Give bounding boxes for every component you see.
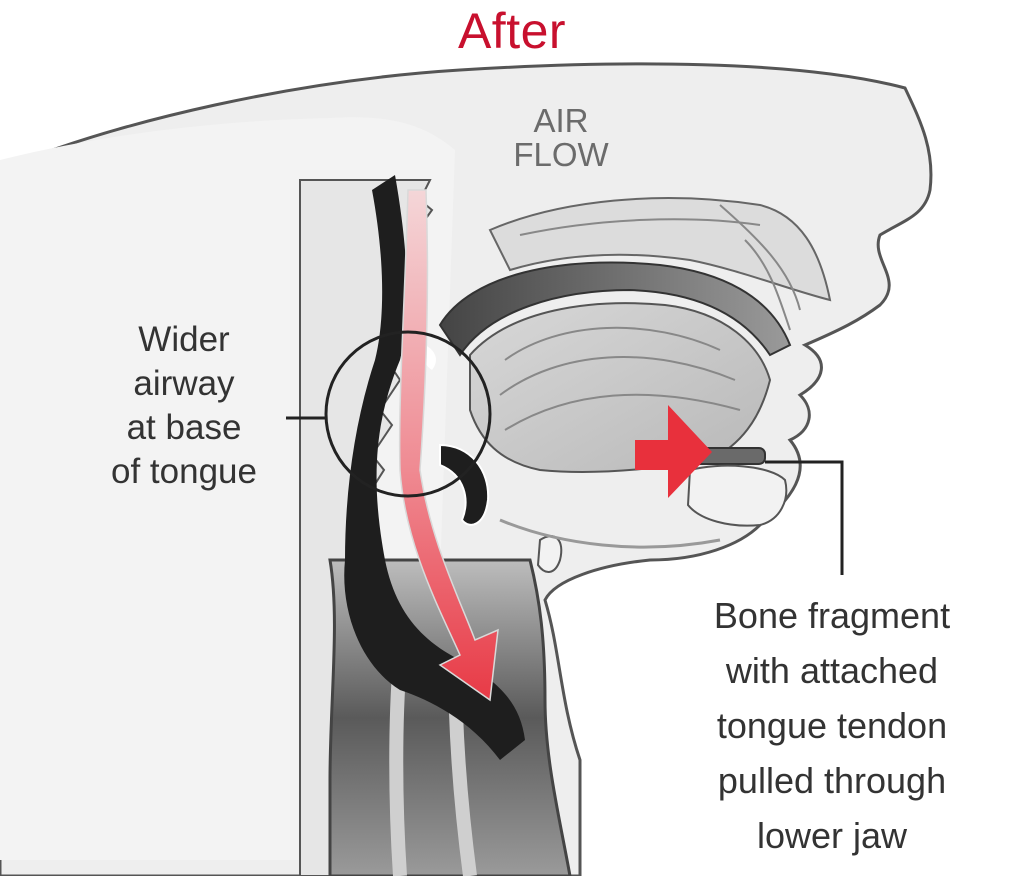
nasal-turbinate-3	[744, 239, 791, 331]
hyoid-bone	[536, 535, 563, 573]
tongue	[469, 302, 772, 473]
airway-callout-line: airway	[133, 364, 235, 403]
bone-callout-line: tongue tendon	[716, 705, 948, 746]
epiglottis	[439, 443, 490, 526]
diagram-title: After	[457, 3, 567, 59]
mouth-floor	[499, 518, 721, 549]
airway-callout-line: at base	[126, 408, 242, 447]
bone-callout-line: pulled through	[717, 760, 947, 801]
airway-callout-line: of tongue	[111, 452, 257, 491]
airway-callout-text: Wider airway at base of tongue	[84, 318, 284, 494]
nasal-turbinate-1	[519, 218, 761, 236]
tongue-fold-2	[499, 356, 736, 396]
airway-callout-line: Wider	[138, 320, 230, 359]
airway	[344, 175, 525, 760]
trachea-left	[389, 659, 407, 876]
bone-callout-line: Bone fragment	[713, 595, 951, 636]
bone-callout-text: Bone fragment with attached tongue tendo…	[650, 588, 1014, 863]
bone-callout-leader	[765, 460, 844, 575]
tongue-fold-3	[504, 393, 741, 431]
tongue-fold-1	[504, 326, 721, 361]
airflow-label: AIR FLOW	[486, 104, 636, 172]
airflow-label-line: FLOW	[513, 136, 609, 173]
pull-arrow	[635, 405, 712, 498]
airflow-label-line: AIR	[533, 102, 589, 139]
bone-callout-line: with attached	[725, 650, 939, 691]
nasal-turbinate-2	[719, 204, 801, 311]
soft-palate	[438, 261, 792, 357]
airway-callout-circle	[324, 330, 492, 498]
bone-callout-line: lower jaw	[756, 815, 908, 856]
airflow-arrow	[398, 189, 499, 702]
jaw-bone	[686, 464, 788, 527]
